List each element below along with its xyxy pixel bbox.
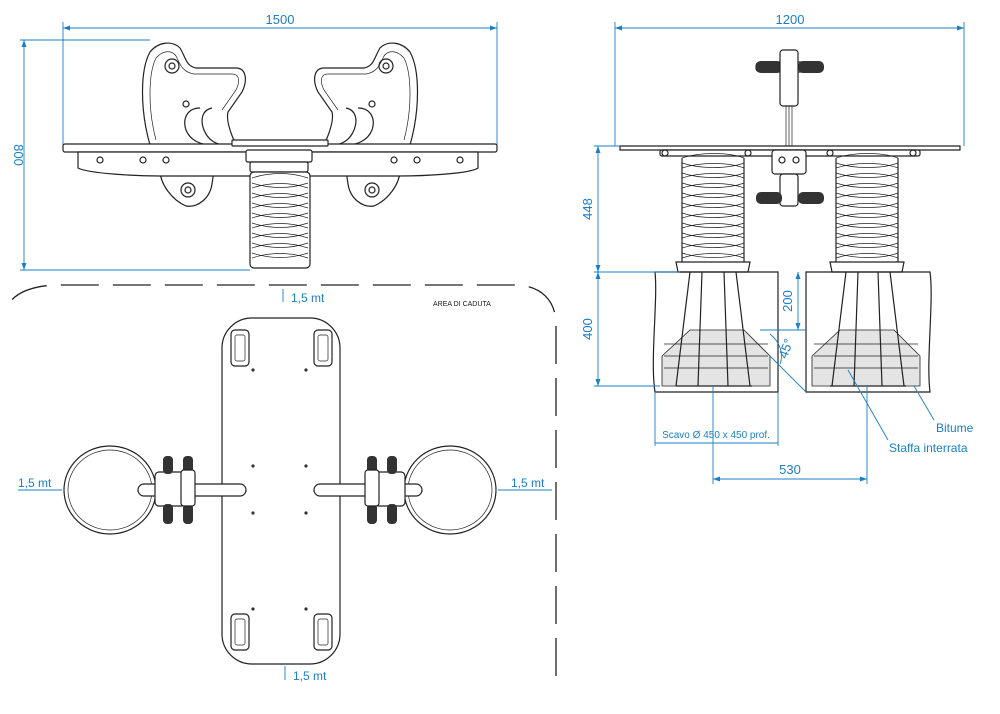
spring-height-label: 448 <box>580 198 595 220</box>
spacing-dimension: 530 <box>712 386 868 484</box>
front-spring-left <box>675 153 751 273</box>
left-animal-seat <box>141 42 246 207</box>
excavation-note: Scavo Ø 450 x 450 prof. <box>654 392 779 446</box>
right-clearance-label: 1,5 mt <box>511 476 545 490</box>
bottom-clearance: 1,5 mt <box>284 666 327 683</box>
front-width-dim-label: 1200 <box>776 12 805 27</box>
spring-side <box>249 171 311 269</box>
right-animal-seat <box>314 42 419 207</box>
fall-area-boundary <box>5 284 557 676</box>
angle-dimension: 45° <box>769 333 807 393</box>
bitumen-label: Bitume <box>936 421 974 435</box>
height-dimension-800: 800 <box>11 39 250 271</box>
front-view: 1200 <box>580 12 974 484</box>
width-dimension-1200: 1200 <box>614 12 965 146</box>
width-dim-label: 1500 <box>266 12 295 27</box>
spring-height-dimension: 448 <box>580 145 680 273</box>
foundation-depth-dimension: 400 <box>580 272 660 387</box>
top-clearance-label: 1,5 mt <box>291 291 325 305</box>
anchor-label: Staffa interrata <box>889 441 968 455</box>
handle-tower <box>755 49 824 146</box>
height-dim-label: 800 <box>11 144 26 166</box>
anchor-depth-label: 200 <box>780 290 795 312</box>
seat-plank <box>62 139 498 177</box>
fall-area-label: AREA DI CADUTA <box>433 301 491 308</box>
left-clearance-label: 1,5 mt <box>18 476 52 490</box>
width-dimension-1500: 1500 <box>62 12 498 145</box>
front-seat <box>619 145 961 207</box>
excavation-label: Scavo Ø 450 x 450 prof. <box>662 430 770 441</box>
bottom-clearance-label: 1,5 mt <box>293 669 327 683</box>
side-view: 1500 800 <box>11 12 498 271</box>
left-handle-plan <box>63 445 247 535</box>
leaders: Bitume Staffa interrata <box>847 369 974 455</box>
spacing-label: 530 <box>779 462 801 477</box>
left-clearance: 1,5 mt <box>18 476 62 491</box>
right-clearance: 1,5 mt <box>498 476 552 491</box>
top-clearance: 1,5 mt <box>282 289 325 305</box>
foundation-left <box>652 271 779 393</box>
plan-view: AREA DI CADUTA 1,5 mt 1,5 mt 1,5 mt 1,5 … <box>5 284 557 683</box>
right-handle-plan <box>313 445 497 535</box>
anchor-depth-dimension: 200 <box>760 272 806 331</box>
foundation-depth-label: 400 <box>580 318 595 340</box>
foundation-right <box>805 271 932 393</box>
front-spring-right <box>829 153 905 273</box>
angle-label: 45° <box>775 337 796 361</box>
